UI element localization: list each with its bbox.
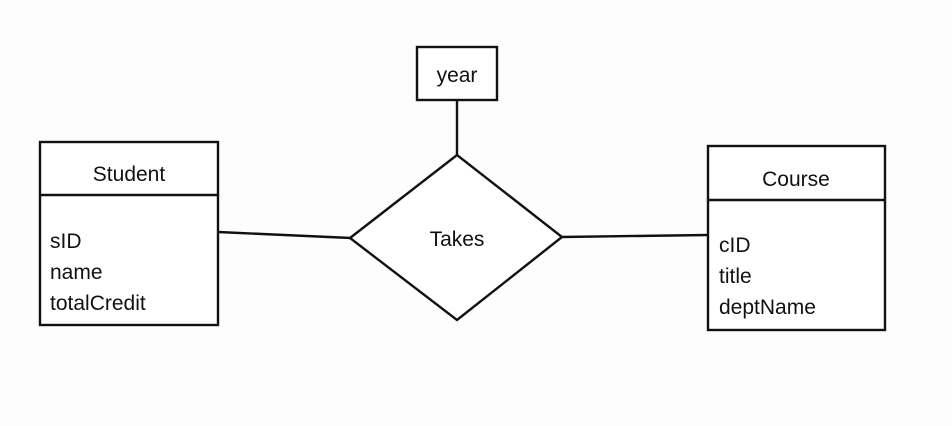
- attribute-year[interactable]: year: [415, 45, 499, 102]
- attribute-year-label: year: [437, 64, 478, 87]
- entity-student-attribute-0: sID: [50, 230, 82, 253]
- entity-student-box: [38, 140, 220, 327]
- entity-course-attribute-0: cID: [719, 234, 751, 257]
- relationship-takes[interactable]: Takes: [348, 153, 564, 322]
- entity-course-attribute-1: title: [719, 265, 752, 288]
- entity-course-attribute-2: deptName: [719, 296, 816, 319]
- entity-student-attribute-2: totalCredit: [50, 292, 146, 315]
- connector-student-to-takes: [217, 230, 352, 240]
- connector-takes-to-course: [561, 233, 709, 239]
- entity-student[interactable]: Student sID name totalCredit: [38, 140, 220, 327]
- entity-course-box: [706, 144, 887, 332]
- attribute-year-box: [415, 45, 499, 102]
- entity-student-title: Student: [93, 163, 166, 186]
- relationship-takes-label: Takes: [430, 228, 485, 251]
- entity-student-attribute-1: name: [50, 261, 103, 284]
- entity-course-title: Course: [762, 168, 830, 191]
- relationship-takes-diamond: [348, 153, 564, 322]
- entity-course[interactable]: Course cID title deptName: [706, 144, 887, 332]
